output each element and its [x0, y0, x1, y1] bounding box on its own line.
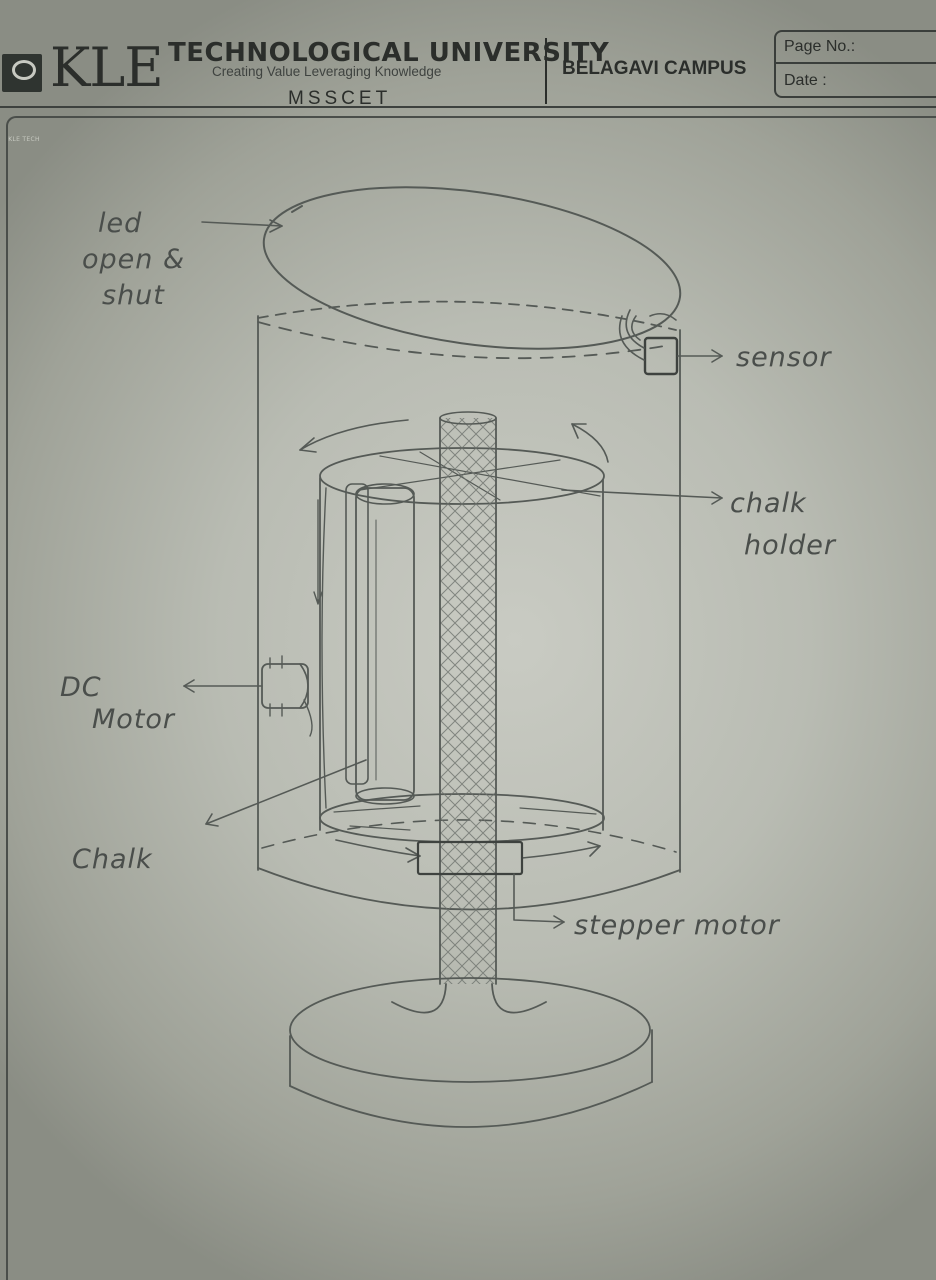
label-chalk: Chalk	[72, 844, 153, 875]
chalk-tubes	[346, 484, 414, 804]
central-shaft	[440, 412, 496, 984]
label-lid-3: shut	[102, 280, 165, 311]
label-dc-motor-2: Motor	[92, 704, 176, 735]
lid	[253, 164, 690, 373]
label-sensor: sensor	[736, 342, 832, 373]
label-lid-2: open &	[82, 244, 185, 275]
sensor	[620, 310, 677, 374]
label-dc-motor-1: DC	[60, 672, 102, 703]
label-chalk-holder-1: chalk	[730, 488, 807, 519]
dc-motor	[262, 656, 312, 736]
label-lid-1: led	[98, 208, 142, 239]
label-stepper-motor: stepper motor	[574, 910, 781, 941]
label-chalk-holder-2: holder	[744, 530, 837, 561]
stand-base	[290, 978, 652, 1127]
